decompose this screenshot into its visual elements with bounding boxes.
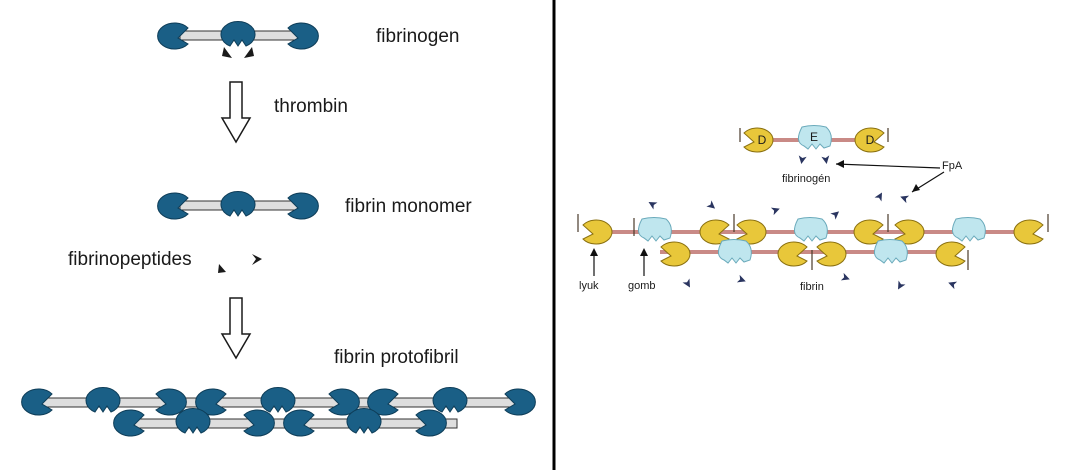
fpa-pointer-arrow [835,163,941,169]
fibrinogen-molecule-right [739,125,889,165]
released-fibrinopeptide-icon [252,254,262,265]
fibrinopeptide-b-icon [244,47,254,58]
protofibril-top-strand [21,387,536,416]
released-fibrinopeptide-icon [218,264,226,273]
fibrin-protofibril-right [577,214,1049,270]
fibrin-label: fibrin [800,281,824,293]
fibrinogen-hu-label: fibrinogén [782,173,831,185]
fibrinogen-label: fibrinogen [376,26,460,47]
thrombin-arrow-icon [220,81,252,144]
domain-d2-label: D [865,133,875,147]
fibrin-monomer-label: fibrin monomer [345,196,472,217]
fibrinopeptides-label: fibrinopeptides [68,249,192,270]
domain-e-label: E [809,130,818,144]
fibrin-protofibril-label: fibrin protofibril [334,347,459,368]
knob-label: gomb [628,280,656,292]
fibrinogen-molecule [157,21,319,58]
protofibril-bottom-strand [113,408,458,437]
thrombin-label: thrombin [274,96,348,117]
fpa-label: FpA [942,160,963,172]
hole-label: lyuk [579,280,599,292]
fibrin-monomer-molecule [157,191,319,220]
fibrinopeptide-a-icon [222,47,232,58]
domain-d-label: D [757,133,767,147]
polymerization-arrow-icon [220,297,252,360]
